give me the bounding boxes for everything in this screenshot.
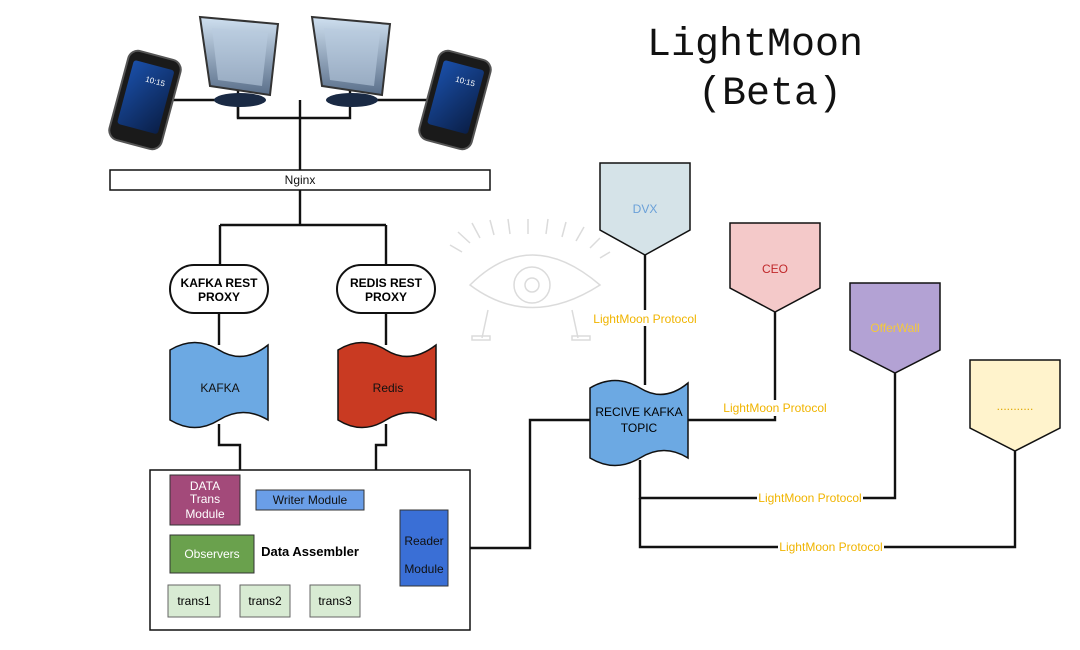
data-assembler: Data Assembler DATA Trans Module Writer … (149, 469, 471, 631)
desktop-monitor-icon (310, 15, 392, 107)
svg-text:LightMoon Protocol: LightMoon Protocol (779, 540, 882, 554)
trans-box: trans1 (167, 584, 221, 618)
assembler-to-receiver-wire (470, 418, 590, 550)
data-trans-line2: Trans (190, 492, 220, 506)
trans2-label: trans2 (248, 594, 282, 608)
consumer-ceo-label: CEO (762, 262, 788, 276)
consumer-offerwall: OfferWall (849, 282, 941, 374)
trans3-label: trans3 (318, 594, 352, 608)
desktop-monitor-icon (198, 15, 280, 107)
title-line2: (Beta) (698, 72, 842, 117)
reader-line2: Module (404, 562, 444, 576)
redis-store: Redis (337, 341, 437, 429)
title-line1: LightMoon (647, 23, 863, 68)
trans1-label: trans1 (177, 594, 211, 608)
svg-text:LightMoon Protocol: LightMoon Protocol (593, 312, 696, 326)
consumer-ceo: CEO (729, 222, 821, 313)
nginx-to-proxies-wire (218, 190, 388, 265)
data-trans-line3: Module (185, 507, 225, 521)
trans-box: trans3 (309, 584, 361, 618)
consumer-more-label: ........... (997, 399, 1034, 413)
writer-module: Writer Module (255, 489, 365, 511)
consumer-dvx: DVX (599, 162, 691, 256)
consumer-offerwall-label: OfferWall (870, 321, 919, 335)
consumer-more: ........... (969, 359, 1061, 452)
nginx-label: Nginx (285, 173, 316, 187)
kafka-proxy-line1: KAFKA REST (181, 276, 259, 290)
observers-module: Observers (169, 534, 255, 574)
mobile-phone-icon: 10:15 (418, 49, 492, 151)
observers-label: Observers (184, 547, 239, 561)
data-assembler-title: Data Assembler (261, 544, 359, 559)
data-trans-module: DATA Trans Module (169, 474, 241, 526)
proxy-to-store-wire (217, 313, 388, 345)
protocol-label: LightMoon Protocol (722, 400, 828, 416)
eye-watermark-logo (449, 218, 611, 341)
reader-module: Reader Module (399, 509, 449, 587)
kafka-rest-proxy: KAFKA REST PROXY (169, 264, 269, 314)
protocol-label: LightMoon Protocol (592, 310, 698, 326)
redis-rest-proxy: REDIS REST PROXY (336, 264, 436, 314)
kafka-store-label: KAFKA (200, 381, 239, 395)
receiver-line1: RECIVE KAFKA (595, 405, 682, 419)
svg-text:LightMoon Protocol: LightMoon Protocol (758, 491, 861, 505)
data-trans-line1: DATA (190, 479, 220, 493)
protocol-label: LightMoon Protocol (778, 539, 884, 555)
svg-text:LightMoon Protocol: LightMoon Protocol (723, 401, 826, 415)
reader-line1: Reader (404, 534, 443, 548)
store-to-assembler-wire (217, 424, 388, 470)
receiver-line2: TOPIC (621, 421, 658, 435)
kafka-store: KAFKA (169, 341, 269, 429)
trans-box: trans2 (239, 584, 291, 618)
nginx-box: Nginx (109, 169, 491, 191)
protocol-label: LightMoon Protocol (757, 490, 863, 506)
redis-proxy-line2: PROXY (365, 290, 407, 304)
receive-kafka-topic: RECIVE KAFKA TOPIC (589, 379, 689, 467)
mobile-phone-icon: 10:15 (108, 49, 182, 151)
writer-module-label: Writer Module (273, 493, 348, 507)
redis-proxy-line1: REDIS REST (350, 276, 423, 290)
consumer-dvx-label: DVX (633, 202, 658, 216)
redis-store-label: Redis (373, 381, 404, 395)
client-wires (150, 70, 440, 170)
kafka-proxy-line2: PROXY (198, 290, 240, 304)
